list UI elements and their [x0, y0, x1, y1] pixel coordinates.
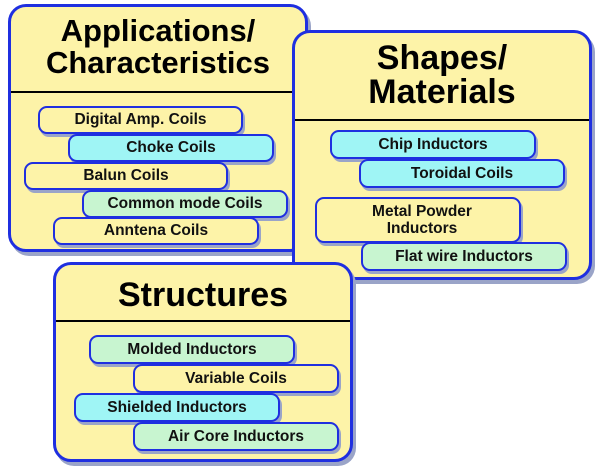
pill-chip-inductors: Chip Inductors — [330, 130, 536, 159]
metal-powder-line1: Metal Powder — [372, 203, 472, 220]
pill-variable-coils: Variable Coils — [133, 364, 339, 393]
pill-anntena-coils: Anntena Coils — [53, 217, 259, 245]
shapes-title-line1: Shapes/ — [376, 39, 508, 77]
pill-choke-coils: Choke Coils — [68, 134, 274, 162]
shapes-title-line2: Materials — [368, 73, 516, 111]
pill-balun-coils: Balun Coils — [24, 162, 228, 190]
structures-divider — [56, 320, 350, 322]
structures-title: Structures — [117, 276, 289, 314]
pill-air-core-inductors: Air Core Inductors — [133, 422, 339, 451]
shapes-card: Shapes/ Materials Chip Inductors Toroida… — [292, 30, 592, 280]
pill-flat-wire-inductors: Flat wire Inductors — [361, 242, 567, 271]
pill-molded-inductors: Molded Inductors — [89, 335, 295, 364]
pill-toroidal-coils: Toroidal Coils — [359, 159, 565, 188]
pill-metal-powder-inductors: Metal Powder Inductors — [315, 197, 521, 243]
metal-powder-line2: Inductors — [386, 219, 458, 237]
structures-card: Structures Molded Inductors Variable Coi… — [53, 262, 353, 462]
pill-digital-amp-coils: Digital Amp. Coils — [38, 106, 243, 134]
pill-shielded-inductors: Shielded Inductors — [74, 393, 280, 422]
applications-title-line2: Characteristics — [45, 45, 270, 80]
pill-common-mode-coils: Common mode Coils — [82, 190, 288, 218]
applications-card: Applications/ Characteristics Digital Am… — [8, 4, 308, 252]
shapes-divider — [295, 119, 589, 121]
applications-divider — [11, 91, 305, 93]
applications-title-line1: Applications/ — [60, 13, 256, 48]
